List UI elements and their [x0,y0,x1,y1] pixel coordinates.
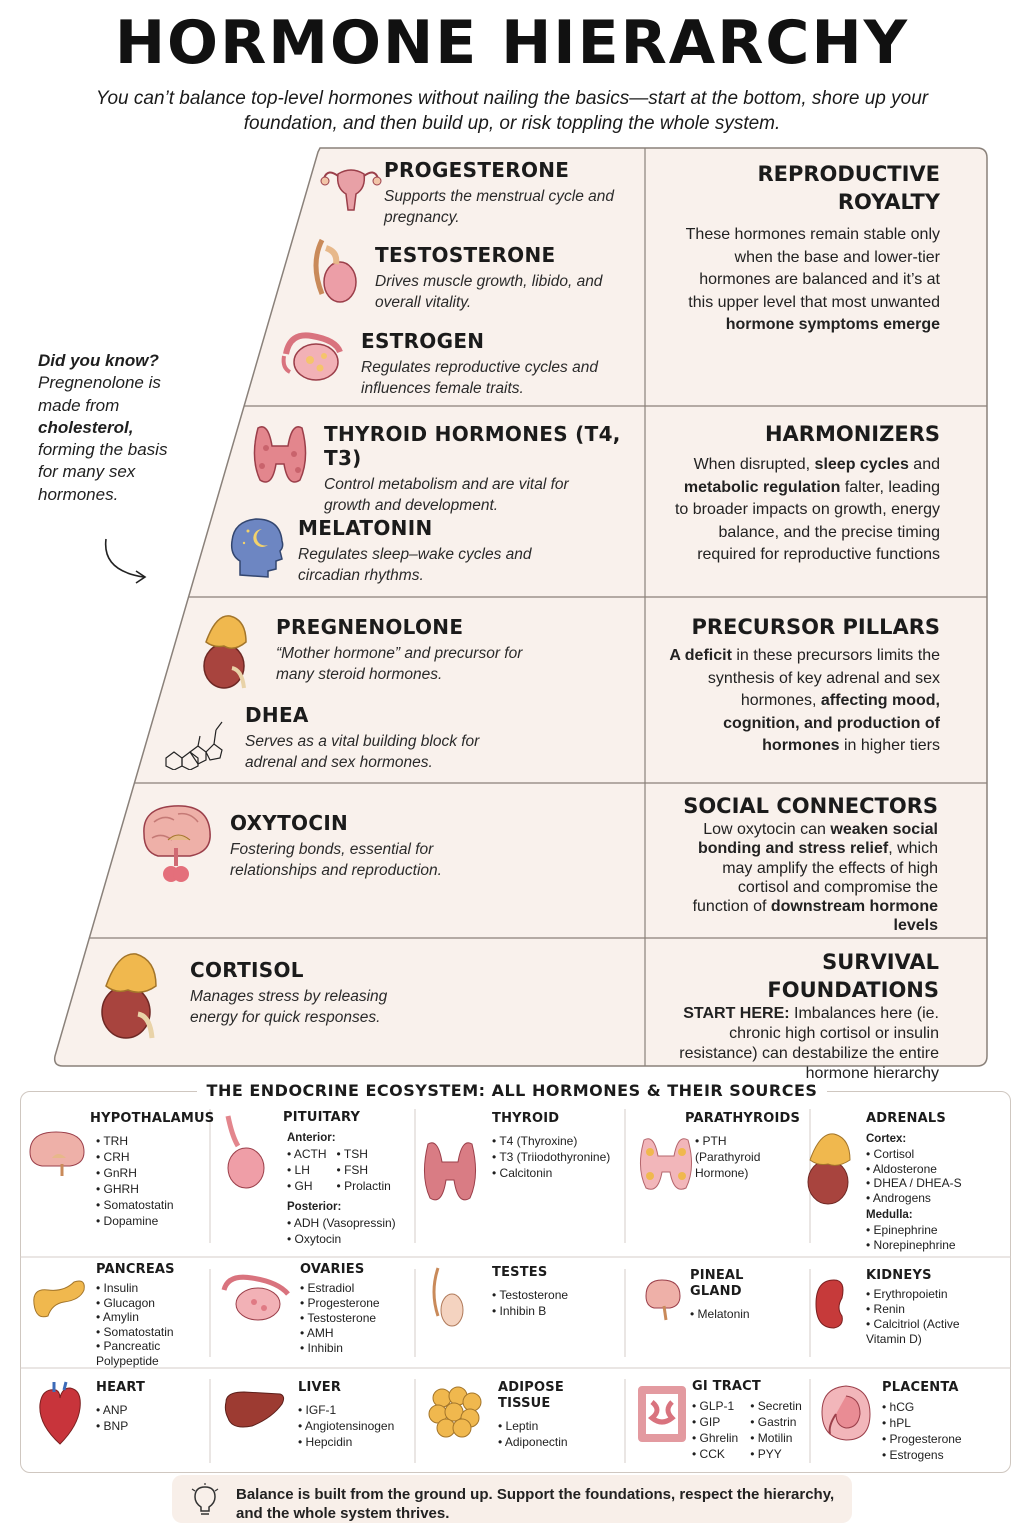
panel-title: REPRODUCTIVE ROYALTY [757,162,940,214]
adrenal-kidney-icon [101,953,157,1039]
gland-heart: HEART ANPBNP [96,1380,176,1434]
panel-title: SURVIVAL FOUNDATIONS [767,950,939,1002]
panel-text: START HERE: Imbalances here (ie. chronic… [679,1005,939,1082]
thyroid-gland-icon [424,1142,476,1201]
hormone-desc: Fostering bonds, essential for relations… [230,841,442,879]
did-you-know-text-2: forming the basis for many sex hormones. [38,440,168,504]
lightbulb-icon [191,1483,219,1515]
hormone-name: CORTISOL [190,958,304,982]
ecosystem-title: THE ENDOCRINE ECOSYSTEM: ALL HORMONES & … [0,1081,1024,1101]
gland-kidneys: KIDNEYS ErythropoietinReninCalcitriol (A… [866,1268,986,1347]
gland-hypothalamus: HYPOTHALAMUS TRHCRHGnRH GHRHSomatostatin… [90,1111,214,1229]
precursor-pillars-panel: PRECURSOR PILLARS A deficit in these pre… [662,613,940,758]
pineal-gland-icon [645,1279,681,1321]
hormone-name: ESTROGEN [361,329,485,353]
footer-banner: Balance is built from the ground up. Sup… [172,1475,852,1523]
hypothalamus-brain-icon [29,1131,85,1176]
gland-adrenals: ADRENALS Cortex: CortisolAldosteroneDHEA… [866,1111,976,1252]
gland-adipose: ADIPOSE TISSUE LeptinAdiponectin [498,1380,618,1450]
gland-pituitary: PITUITARY Anterior: ACTHLHGH TSHFSHProla… [283,1110,413,1247]
hormone-desc: Serves as a vital building block for adr… [245,733,480,771]
kidney-icon [815,1279,844,1329]
heart-icon [39,1381,81,1445]
panel-text: A deficit in these precursors limits the… [669,647,940,754]
tier-melatonin: MELATONIN Regulates sleep–wake cycles an… [298,516,548,586]
gland-thyroid: THYROID T4 (Thyroxine)T3 (Triiodothyroni… [492,1111,632,1181]
tier-progesterone: PROGESTERONE Supports the menstrual cycl… [384,158,634,228]
gland-gi-tract: GI TRACT GLP-1GIPGhrelinCCK SecretinGast… [692,1379,810,1462]
page-subtitle: You can’t balance top-level hormones wit… [95,88,929,134]
hormone-desc: Regulates reproductive cycles and influe… [361,359,598,397]
page-title: HORMONE HIERARCHY [114,8,910,78]
ovaries-icon [221,1274,290,1321]
reproductive-royalty-panel: REPRODUCTIVE ROYALTY These hormones rema… [670,160,940,337]
testes-icon [432,1267,464,1327]
gland-placenta: PLACENTA hCGhPLProgesteroneEstrogens [882,1380,992,1463]
ecosystem-grid-lines [20,1109,1011,1463]
tier-estrogen: ESTROGEN Regulates reproductive cycles a… [361,329,626,399]
thyroid-icon [253,426,307,483]
tier-oxytocin: OXYTOCIN Fostering bonds, essential for … [230,811,500,881]
panel-text: These hormones remain stable only when t… [685,226,940,333]
hormone-name: OXYTOCIN [230,811,349,835]
uterus-icon [320,169,382,211]
curved-arrow-icon [104,538,147,584]
gland-pancreas: PANCREAS InsulinGlucagonAmylinSomatostat… [96,1262,206,1368]
did-you-know-text-1: Pregnenolone is made from [38,373,161,415]
hormone-desc: Drives muscle growth, libido, and overal… [375,273,603,311]
parathyroids-icon [640,1138,692,1190]
hormone-name: PROGESTERONE [384,158,570,182]
hormone-name: DHEA [245,703,309,727]
tier-cortisol: CORTISOL Manages stress by releasing ene… [190,958,420,1028]
panel-title: SOCIAL CONNECTORS [683,794,938,818]
pyramid-frame [53,147,988,1067]
gi-tract-icon [638,1386,686,1442]
panel-title: HARMONIZERS [764,422,940,446]
hormone-name: MELATONIN [298,516,433,540]
tier-dhea: DHEA Serves as a vital building block fo… [245,703,530,773]
molecule-icon [165,721,223,770]
panel-title: PRECURSOR PILLARS [691,615,940,639]
harmonizers-panel: HARMONIZERS When disrupted, sleep cycles… [670,420,940,567]
did-you-know-note: Did you know? Pregnenolone is made from … [38,350,178,506]
hormone-desc: Regulates sleep–wake cycles and circadia… [298,546,532,584]
footer-text: Balance is built from the ground up. Sup… [236,1486,835,1522]
tier-testosterone: TESTOSTERONE Drives muscle growth, libid… [375,243,625,313]
hormone-desc: “Mother hormone” and precursor for many … [276,645,523,683]
gland-parathyroids: PARATHYROIDS PTH (Parathyroid Hormone) [685,1111,800,1181]
panel-text: When disrupted, sleep cycles and metabol… [674,456,940,563]
did-you-know-heading: Did you know? [38,351,159,370]
head-moon-icon [230,518,284,578]
survival-foundations-panel: SURVIVAL FOUNDATIONS START HERE: Imbalan… [665,948,939,1084]
did-you-know-bold: cholesterol, [38,417,134,437]
hormone-name: PREGNENOLONE [276,615,464,639]
tier-pregnenolone: PREGNENOLONE “Mother hormone” and precur… [276,615,546,685]
ovary-icon [281,332,343,381]
adrenal-icon [203,615,247,689]
testis-icon [313,238,357,303]
placenta-icon [821,1385,871,1441]
hormone-name: THYROID HORMONES (T4, T3) [324,422,621,470]
panel-text: Low oxytocin can weaken social bonding a… [692,821,938,935]
adipose-tissue-icon [428,1386,482,1438]
pituitary-icon [225,1115,265,1189]
brain-icon [143,805,211,882]
social-connectors-panel: SOCIAL CONNECTORS Low oxytocin can weake… [680,792,938,936]
tier-thyroid: THYROID HORMONES (T4, T3) Control metabo… [324,422,634,516]
adrenals-icon [807,1133,851,1205]
hormone-desc: Manages stress by releasing energy for q… [190,988,388,1026]
gland-ovaries: OVARIES EstradiolProgesteroneTestosteron… [300,1262,400,1356]
liver-icon [224,1391,285,1428]
hormone-name: TESTOSTERONE [375,243,556,267]
hormone-desc: Control metabolism and are vital for gro… [324,476,569,514]
hormone-desc: Supports the menstrual cycle and pregnan… [384,188,615,226]
gland-liver: LIVER IGF-1AngiotensinogenHepcidin [298,1380,408,1450]
gland-pineal: PINEAL GLAND Melatonin [690,1268,800,1322]
gland-testes: TESTES TestosteroneInhibin B [492,1265,612,1319]
pancreas-icon [33,1280,85,1318]
